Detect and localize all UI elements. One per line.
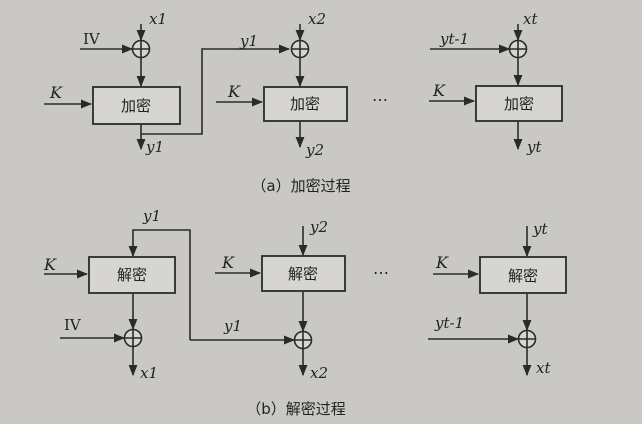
xor-symbol xyxy=(293,330,313,350)
xor-symbol xyxy=(517,329,537,349)
ellipsis: ⋯ xyxy=(373,263,389,282)
key-label: K xyxy=(221,253,235,272)
decryption-diagram: y1 K 解密 IV x1 y2 K 解密 y1 x2 ⋯ yt K 解密 yt… xyxy=(43,207,567,418)
output-label: x1 xyxy=(140,364,158,382)
feed-label: y1 xyxy=(223,317,242,335)
output-label: y2 xyxy=(305,141,324,159)
key-label: K xyxy=(432,81,446,100)
ellipsis: ⋯ xyxy=(372,90,388,109)
encrypt-block xyxy=(92,86,181,125)
input-label: x2 xyxy=(308,10,326,28)
encrypt-block xyxy=(475,85,563,122)
decrypt-block-label: 解密 xyxy=(117,266,147,284)
chain-feedback-arrow xyxy=(128,229,191,340)
decrypt-block-label: 解密 xyxy=(288,265,318,283)
xor-symbol xyxy=(123,328,143,348)
iv-label: IV xyxy=(64,316,82,334)
decrypt-block xyxy=(479,256,567,294)
encrypt-block-label: 加密 xyxy=(290,95,320,113)
encryption-diagram: x1 IV K 加密 y1 y1 x2 K 加密 y2 ⋯ yt-1 xt K … xyxy=(44,10,563,195)
output-label: yt xyxy=(526,138,542,156)
xor-symbol xyxy=(290,39,310,59)
decrypt-block xyxy=(261,255,346,292)
output-label: y1 xyxy=(145,138,164,156)
output-label: x2 xyxy=(310,364,328,382)
feed-label: yt-1 xyxy=(434,314,464,332)
chain-feedback-arrow xyxy=(141,44,291,135)
decrypt-block xyxy=(88,256,176,294)
encrypt-block-label: 加密 xyxy=(504,95,534,113)
decryption-caption: （b）解密过程 xyxy=(246,400,346,418)
input-label: xt xyxy=(523,10,538,28)
feed-label: y1 xyxy=(239,32,258,50)
encrypt-block-label: 加密 xyxy=(121,97,151,115)
iv-label: IV xyxy=(83,30,101,48)
encryption-caption: （a）加密过程 xyxy=(251,177,350,195)
input-label: yt xyxy=(532,220,548,238)
output-label: xt xyxy=(536,359,551,377)
encrypt-block xyxy=(263,86,348,122)
input-label: x1 xyxy=(149,10,167,28)
input-label: y2 xyxy=(309,218,328,236)
key-label: K xyxy=(435,253,449,272)
key-label: K xyxy=(43,255,57,274)
key-label: K xyxy=(49,83,63,102)
input-label: y1 xyxy=(142,207,161,225)
decrypt-block-label: 解密 xyxy=(508,267,538,285)
xor-symbol xyxy=(131,39,151,59)
xor-symbol xyxy=(508,39,528,59)
key-label: K xyxy=(227,82,241,101)
feed-label: yt-1 xyxy=(439,30,469,48)
